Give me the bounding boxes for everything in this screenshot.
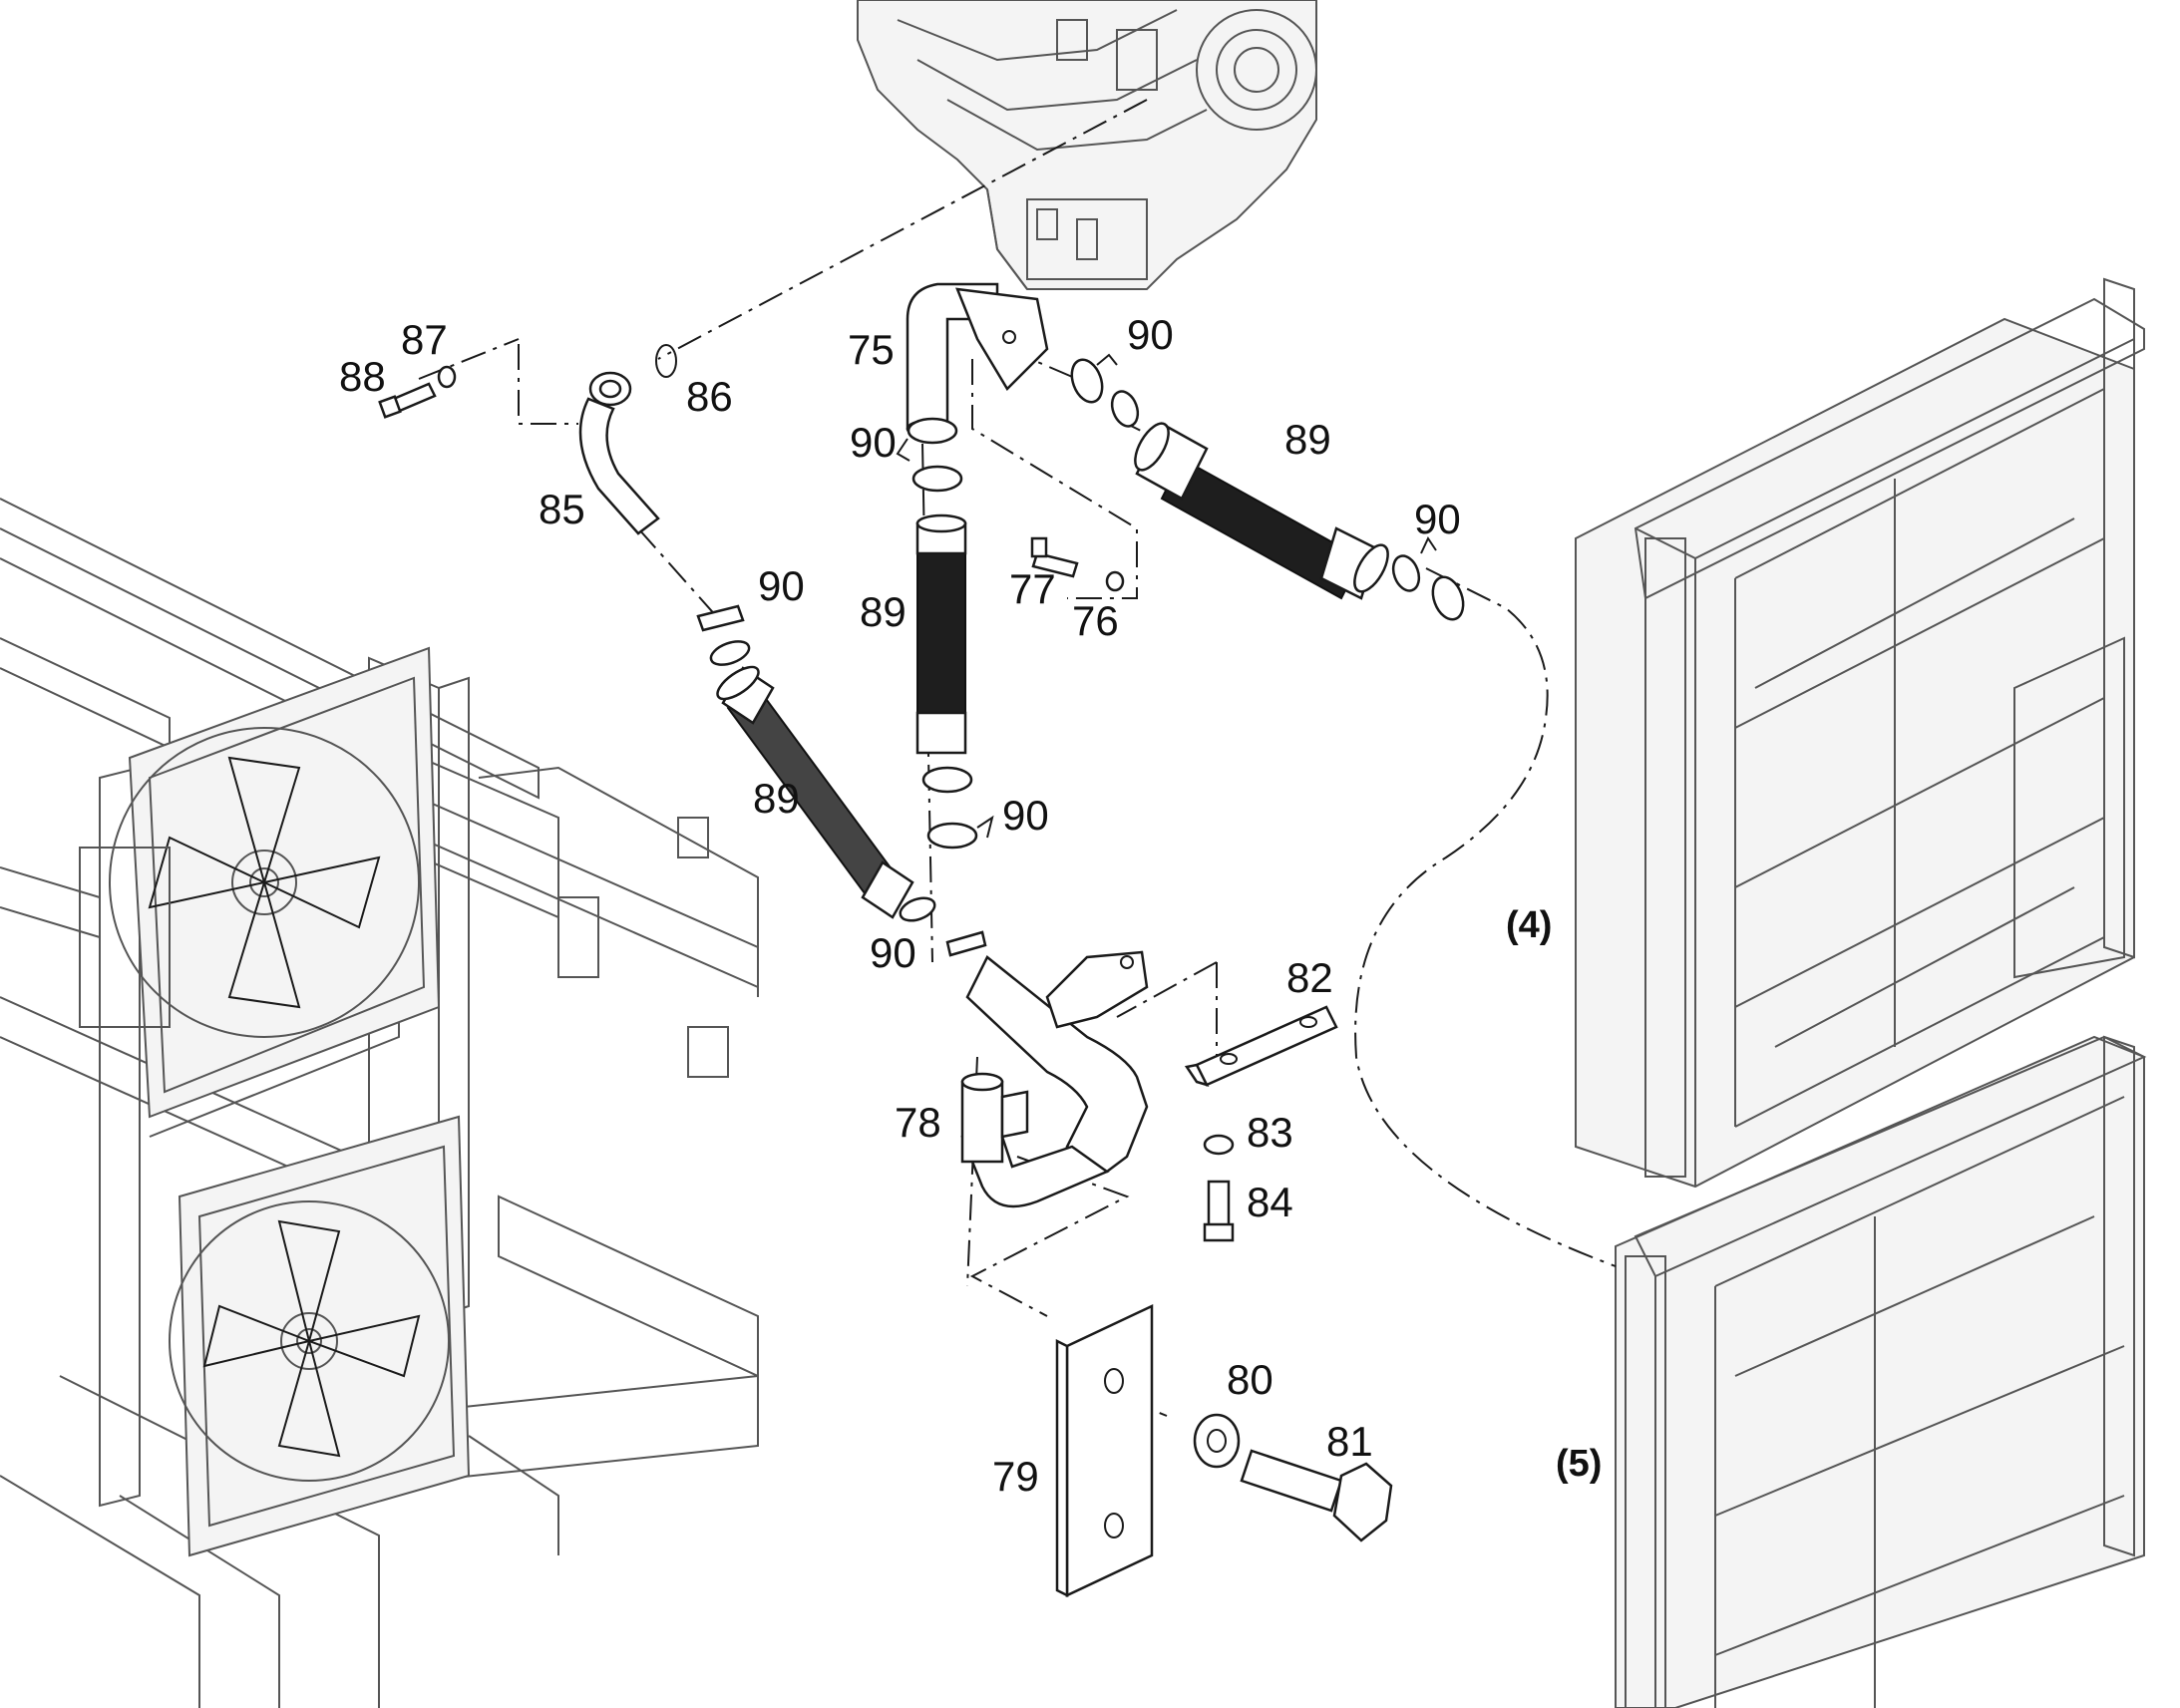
callout-88: 88 (339, 353, 386, 400)
callout-90-center-bottom: 90 (1002, 792, 1049, 839)
part-90-clamp-left-bottom (899, 896, 987, 957)
part-78-pipe-assembly (960, 950, 1149, 1208)
engine-block (857, 0, 1317, 290)
part-80-washer (1193, 1413, 1241, 1469)
part-81-bolt (1240, 1449, 1393, 1542)
reference-label-4: (4) (1506, 904, 1552, 946)
callout-89-center: 89 (860, 588, 907, 635)
callout-83: 83 (1247, 1109, 1293, 1156)
part-90-clamp-right (1391, 535, 1465, 621)
callout-89-left: 89 (753, 775, 800, 822)
callout-90-right: 90 (1414, 496, 1461, 542)
callout-86: 86 (686, 373, 733, 420)
callout-90-left-top: 90 (758, 562, 805, 609)
part-90-clamp-left-top (696, 604, 751, 666)
callout-84: 84 (1247, 1179, 1293, 1225)
part-90-clamp-center-top (896, 417, 963, 493)
part-90-clamp-center-bottom (921, 766, 994, 850)
callout-90-top-right: 90 (1127, 311, 1174, 358)
part-90-clamp-top-right (1070, 353, 1140, 428)
part-77-bolt (1030, 536, 1079, 578)
callout-81: 81 (1326, 1418, 1373, 1465)
cooler-panel-lower (1615, 1035, 2147, 1708)
lower-fan (169, 1115, 471, 1557)
part-89-hose-upper-right (1134, 422, 1389, 600)
callout-79: 79 (992, 1453, 1039, 1500)
part-89-hose-center (915, 513, 967, 755)
callout-90-center-top: 90 (850, 419, 897, 466)
callout-85: 85 (539, 486, 585, 532)
part-84-bolt (1203, 1180, 1235, 1242)
part-86-o-ring (655, 344, 677, 378)
part-89-hose-left (716, 665, 914, 919)
part-79-plate (1055, 1304, 1154, 1598)
callout-90-left-bottom: 90 (870, 929, 916, 976)
part-76-washer (1105, 570, 1125, 592)
part-75-bent-pipe (906, 282, 1049, 439)
callout-82: 82 (1286, 954, 1333, 1001)
part-82-plate (1184, 1005, 1338, 1088)
part-85-bent-pipe (578, 371, 660, 535)
reference-label-5: (5) (1556, 1443, 1602, 1485)
callout-77: 77 (1009, 565, 1056, 612)
upper-fan (79, 646, 441, 1119)
callout-89-right: 89 (1284, 416, 1331, 463)
callout-87: 87 (401, 316, 448, 363)
part-87-washer (437, 365, 457, 389)
callout-80: 80 (1227, 1356, 1273, 1403)
part-88-bolt (378, 382, 437, 419)
callout-78: 78 (895, 1099, 941, 1146)
part-83-washer (1203, 1134, 1235, 1156)
callout-76: 76 (1072, 597, 1119, 644)
cooler-panel-upper (1575, 277, 2145, 1189)
callout-75: 75 (848, 326, 895, 373)
